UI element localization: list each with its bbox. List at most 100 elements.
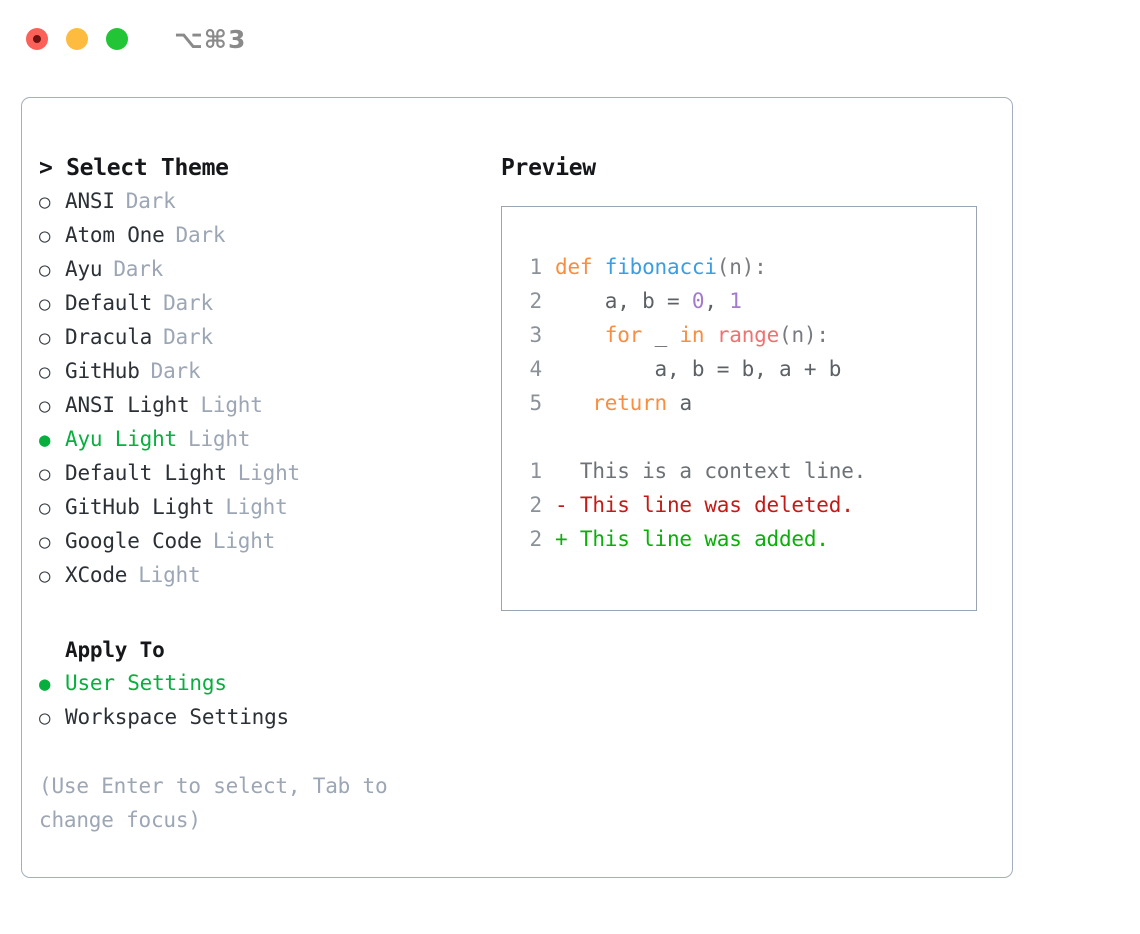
preview-header: Preview — [501, 155, 596, 181]
window-controls — [26, 28, 128, 50]
theme-kind-badge: Light — [138, 563, 201, 587]
theme-option-google-code[interactable]: ○ Google Code Light — [39, 525, 489, 559]
line-number: 1 — [529, 459, 543, 483]
code-line: 1 def fibonacci(n): — [516, 250, 866, 284]
keyboard-hint-text: (Use Enter to select, Tab to change focu… — [39, 774, 388, 832]
select-theme-header: > Select Theme — [39, 155, 229, 181]
theme-kind-badge: Light — [200, 393, 263, 417]
code-token: in — [679, 323, 705, 347]
theme-option-ansi-light[interactable]: ○ ANSI Light Light — [39, 389, 489, 423]
theme-option-label: ANSI — [65, 189, 115, 213]
keyboard-shortcut-label: ⌥⌘3 — [174, 24, 247, 54]
radio-unselected-icon: ○ — [39, 327, 51, 349]
code-line: 2 a, b = 0, 1 — [516, 284, 866, 318]
theme-kind-badge: Dark — [163, 325, 213, 349]
code-line: 5 return a — [516, 386, 866, 420]
diff-line-text: + This line was added. — [555, 527, 829, 551]
minimize-button[interactable] — [66, 28, 88, 50]
code-token: a, b = — [555, 289, 692, 313]
apply-to-option-label: User Settings — [65, 671, 227, 695]
theme-option-atom-one[interactable]: ○ Atom One Dark — [39, 219, 489, 253]
line-number: 4 — [529, 357, 543, 381]
apply-to-option-label: Workspace Settings — [65, 705, 289, 729]
code-token: range — [716, 323, 780, 347]
code-token: 0 — [691, 289, 705, 313]
diff-line: 1 This is a context line. — [516, 454, 867, 488]
theme-kind-badge: Light — [237, 461, 300, 485]
code-token: return — [592, 391, 668, 415]
theme-option-label: Default — [65, 291, 153, 315]
theme-option-label: Atom One — [65, 223, 165, 247]
zoom-button[interactable] — [106, 28, 128, 50]
radio-unselected-icon: ○ — [39, 497, 51, 519]
title-bar: ⌥⌘3 — [0, 0, 1140, 78]
code-line: 3 for _ in range(n): — [516, 318, 866, 352]
line-number: 1 — [529, 255, 543, 279]
line-number: 3 — [529, 323, 543, 347]
theme-option-label: ANSI Light — [65, 393, 190, 417]
theme-option-label: GitHub Light — [65, 495, 215, 519]
code-token: (n): — [779, 323, 829, 347]
theme-option-label: Ayu Light — [65, 427, 177, 451]
theme-kind-badge: Dark — [175, 223, 226, 247]
radio-unselected-icon: ○ — [39, 395, 51, 417]
apply-to-option-workspace-settings[interactable]: ○ Workspace Settings — [39, 701, 489, 735]
theme-option-label: Google Code — [65, 529, 202, 553]
radio-selected-icon: ● — [39, 429, 51, 451]
line-number: 2 — [529, 289, 543, 313]
line-number: 2 — [529, 527, 543, 551]
code-blank-line — [516, 420, 866, 454]
theme-option-label: Dracula — [65, 325, 153, 349]
radio-unselected-icon: ○ — [39, 565, 51, 587]
radio-selected-icon: ● — [39, 673, 51, 695]
radio-unselected-icon: ○ — [39, 259, 51, 281]
line-number: 2 — [529, 493, 543, 517]
code-token: 1 — [729, 289, 742, 313]
theme-kind-badge: Dark — [125, 189, 176, 213]
theme-kind-badge: Light — [188, 427, 251, 451]
theme-kind-badge: Dark — [150, 359, 201, 383]
theme-option-label: Ayu — [65, 257, 103, 281]
diff-line: 2 + This line was added. — [516, 522, 866, 556]
theme-kind-badge: Dark — [163, 291, 213, 315]
theme-option-ansi[interactable]: ○ ANSI Dark — [39, 185, 489, 219]
code-token: a — [667, 391, 692, 415]
theme-option-label: XCode — [65, 563, 128, 587]
theme-option-dracula[interactable]: ○ Dracula Dark — [39, 321, 489, 355]
close-button[interactable] — [26, 28, 48, 50]
radio-unselected-icon: ○ — [39, 531, 51, 553]
code-token: _ — [642, 323, 680, 347]
theme-option-github-light[interactable]: ○ GitHub Light Light — [39, 491, 489, 525]
theme-kind-badge: Light — [212, 529, 276, 553]
apply-to-option-user-settings[interactable]: ● User Settings — [39, 667, 489, 701]
code-token — [555, 323, 605, 347]
code-token — [555, 391, 592, 415]
theme-option-xcode[interactable]: ○ XCode Light — [39, 559, 489, 593]
theme-option-ayu-light[interactable]: ● Ayu Light Light — [39, 423, 489, 457]
code-token: fibonacci — [604, 255, 717, 279]
line-number: 5 — [529, 391, 543, 415]
radio-unselected-icon: ○ — [39, 707, 51, 729]
radio-unselected-icon: ○ — [39, 191, 51, 213]
diff-line: 2- This line was deleted. — [516, 488, 866, 522]
code-token: (n): — [716, 255, 767, 279]
apply-to-option-list[interactable]: ● User Settings ○ Workspace Settings — [39, 667, 489, 735]
diff-line-text: This is a context line. — [555, 459, 867, 483]
apply-to-header: Apply To — [65, 638, 165, 662]
code-token — [704, 323, 716, 347]
radio-unselected-icon: ○ — [39, 225, 51, 247]
theme-option-label: Default Light — [65, 461, 227, 485]
theme-kind-badge: Light — [225, 495, 288, 519]
code-token: def — [555, 255, 605, 279]
